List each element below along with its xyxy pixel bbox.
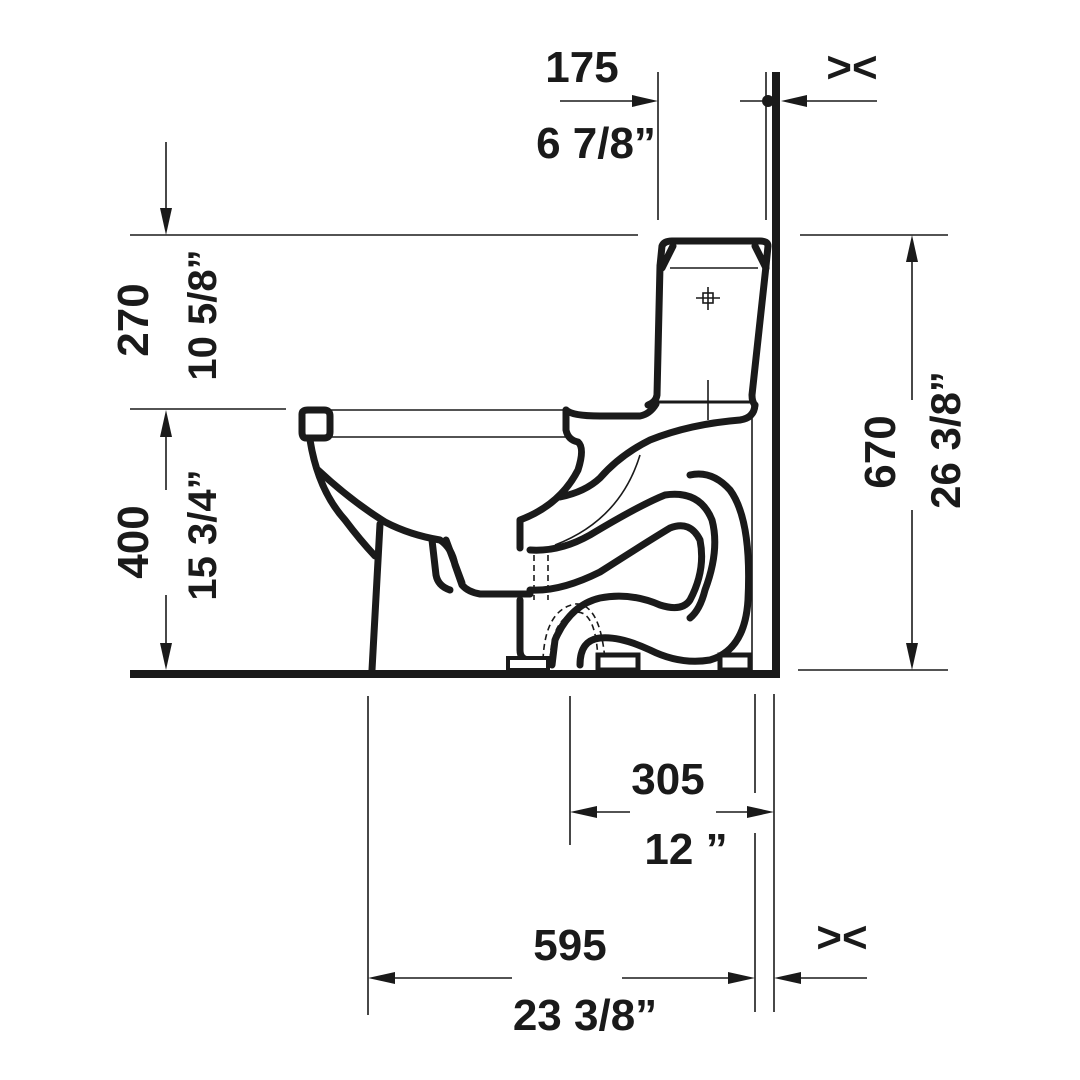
dim-670-mm: 670 <box>856 415 905 488</box>
tank-transition <box>556 400 759 501</box>
tank-lid-inner <box>658 242 770 272</box>
wall-gap-symbol-bottom: >< <box>816 913 867 962</box>
dim-270-mm: 270 <box>109 283 158 356</box>
foot-2 <box>595 652 641 673</box>
trapway-upper <box>526 490 719 622</box>
foot-1 <box>506 656 550 672</box>
wall-line <box>772 72 780 678</box>
dim-overall-height: 670 26 3/8” <box>798 234 969 671</box>
dim-overall-depth: 595 23 3/8” >< <box>367 696 868 1040</box>
bowl-outer <box>306 436 379 560</box>
dim-175-inch: 6 7/8” <box>536 119 656 168</box>
dim-270-inch: 10 5/8” <box>181 249 225 380</box>
foot-3 <box>717 652 753 673</box>
dim-rough-in: 305 12 ” <box>569 694 775 1012</box>
jet-hole <box>428 536 466 594</box>
flush-button-marker <box>696 287 720 310</box>
seat-front <box>298 406 334 442</box>
rim-rear <box>516 406 585 552</box>
floor-line <box>130 670 780 678</box>
dim-305-inch: 12 ” <box>644 825 727 874</box>
dim-400-inch: 15 3/4” <box>181 469 225 600</box>
dim-595-mm: 595 <box>533 921 606 970</box>
dim-670-inch: 26 3/8” <box>922 371 969 509</box>
bowl-inner <box>314 466 534 598</box>
dim-tank-height: 270 10 5/8” <box>109 142 638 381</box>
dim-tank-offset: 175 6 7/8” >< <box>536 43 878 220</box>
pedestal-front <box>368 520 384 674</box>
outlet-dashed-1 <box>533 555 549 600</box>
internal-thin-curve <box>554 454 641 546</box>
dim-595-inch: 23 3/8” <box>513 991 657 1040</box>
trapway-inner-loop <box>526 522 706 669</box>
floor-and-wall <box>130 72 780 678</box>
dim-305-mm: 305 <box>631 755 704 804</box>
wall-gap-symbol-top: >< <box>826 43 877 92</box>
dim-seat-height: 400 15 3/4” <box>109 408 286 670</box>
toilet-body <box>298 237 772 674</box>
dim-400-mm: 400 <box>109 505 158 578</box>
tank-body <box>644 262 770 409</box>
tank-lid <box>656 237 772 270</box>
dim-175-mm: 175 <box>545 43 618 92</box>
outlet-dashed-arc <box>542 603 606 661</box>
wall-reference-dot <box>762 95 774 107</box>
